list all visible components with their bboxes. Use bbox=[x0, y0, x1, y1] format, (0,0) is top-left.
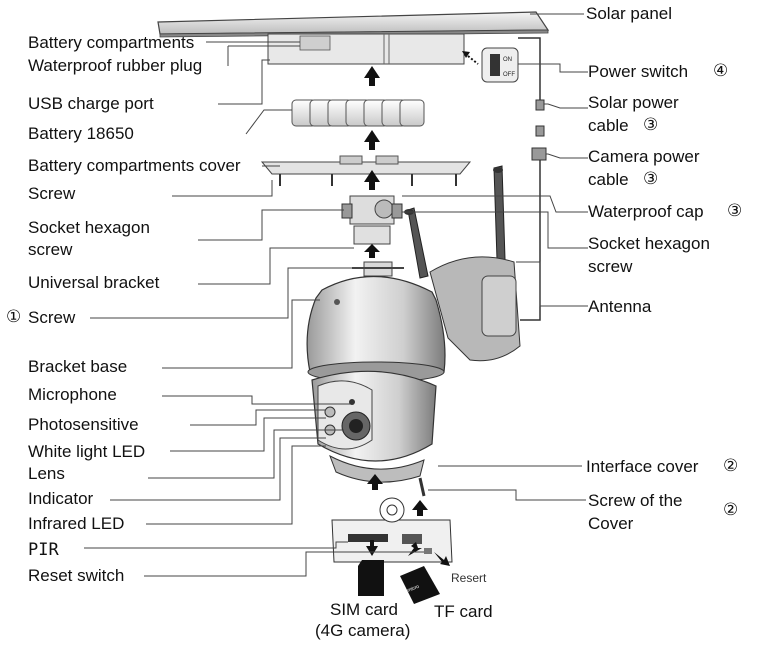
svg-text:OFF: OFF bbox=[503, 72, 515, 78]
marker-three: ③ bbox=[643, 115, 659, 134]
wall-arm bbox=[429, 256, 521, 362]
screw-drawing bbox=[418, 477, 426, 497]
marker-three: ③ bbox=[643, 169, 659, 188]
marker-two: ② bbox=[723, 500, 739, 519]
solar-panel bbox=[157, 11, 550, 38]
arrow-up-icon bbox=[367, 474, 383, 490]
label-sim-card-line1: SIM card bbox=[330, 600, 399, 619]
power-switch-drawing: ON OFF bbox=[481, 47, 519, 83]
arrow-up-icon bbox=[364, 130, 380, 150]
marker-four: ④ bbox=[713, 61, 729, 80]
leader-lines bbox=[84, 13, 588, 577]
dashed-arrow-icon bbox=[462, 51, 479, 65]
label-lens: Lens bbox=[28, 464, 65, 483]
label-universal-bracket: Universal bracket bbox=[28, 273, 160, 292]
arrow-up-icon bbox=[364, 66, 380, 86]
arrow-up-icon bbox=[364, 170, 380, 190]
label-resert: Resert bbox=[451, 571, 487, 585]
label-reset-switch: Reset switch bbox=[28, 566, 125, 585]
label-indicator: Indicator bbox=[28, 489, 94, 508]
label-socket-hexagon-screw-line1: Socket hexagon bbox=[28, 218, 150, 237]
svg-text:ON: ON bbox=[503, 57, 512, 63]
label-screw: Screw bbox=[28, 184, 76, 203]
arrow-reset-icon bbox=[434, 552, 450, 566]
label-camera-power-cable-line1: Camera power bbox=[588, 147, 700, 166]
label-screw-of-cover-line1: Screw of the bbox=[588, 491, 683, 510]
label-solar-panel: Solar panel bbox=[586, 4, 673, 23]
battery-cover-plate bbox=[260, 155, 472, 186]
label-socket-hexagon-screw-right-line1: Socket hexagon bbox=[588, 234, 710, 253]
camera-dome bbox=[306, 275, 446, 483]
label-socket-hexagon-screw-line2: screw bbox=[28, 240, 73, 259]
universal-bracket-drawing bbox=[341, 195, 404, 277]
batteries-18650 bbox=[291, 99, 425, 127]
label-tf-card: TF card bbox=[434, 602, 493, 621]
label-photosensitive: Photosensitive bbox=[28, 415, 139, 434]
label-socket-hexagon-screw-right-line2: screw bbox=[588, 257, 633, 276]
label-waterproof-rubber-plug: Waterproof rubber plug bbox=[28, 56, 203, 75]
label-waterproof-cap: Waterproof cap bbox=[588, 202, 704, 221]
marker-three: ③ bbox=[727, 201, 743, 220]
label-interface-cover: Interface cover bbox=[586, 457, 699, 476]
marker-one: ① bbox=[6, 307, 22, 326]
label-screw-of-cover-line2: Cover bbox=[588, 514, 634, 533]
marker-two: ② bbox=[723, 456, 739, 475]
arrow-up-icon bbox=[412, 500, 428, 516]
sim-card-drawing bbox=[358, 540, 384, 596]
label-solar-power-cable-line1: Solar power bbox=[588, 93, 679, 112]
label-pir: PIR bbox=[28, 540, 59, 560]
battery-compartment-box bbox=[267, 33, 465, 65]
label-antenna: Antenna bbox=[588, 297, 652, 316]
svg-text:micro: micro bbox=[407, 584, 421, 594]
label-battery-18650: Battery 18650 bbox=[28, 124, 134, 143]
label-usb-charge-port: USB charge port bbox=[28, 94, 154, 113]
label-infrared-led: Infrared LED bbox=[28, 514, 125, 533]
label-solar-power-cable-line2: cable bbox=[588, 116, 629, 135]
label-white-light-led: White light LED bbox=[28, 442, 146, 461]
label-microphone: Microphone bbox=[28, 385, 117, 404]
label-camera-power-cable-line2: cable bbox=[588, 170, 629, 189]
label-bracket-base: Bracket base bbox=[28, 357, 128, 376]
label-battery-compartments: Battery compartments bbox=[28, 33, 195, 52]
label-sim-card-line2: (4G camera) bbox=[315, 621, 411, 640]
label-screw-1: Screw bbox=[28, 308, 76, 327]
label-power-switch: Power switch bbox=[588, 62, 689, 81]
label-battery-compartments-cover: Battery compartments cover bbox=[28, 156, 241, 175]
power-cables bbox=[518, 37, 547, 321]
